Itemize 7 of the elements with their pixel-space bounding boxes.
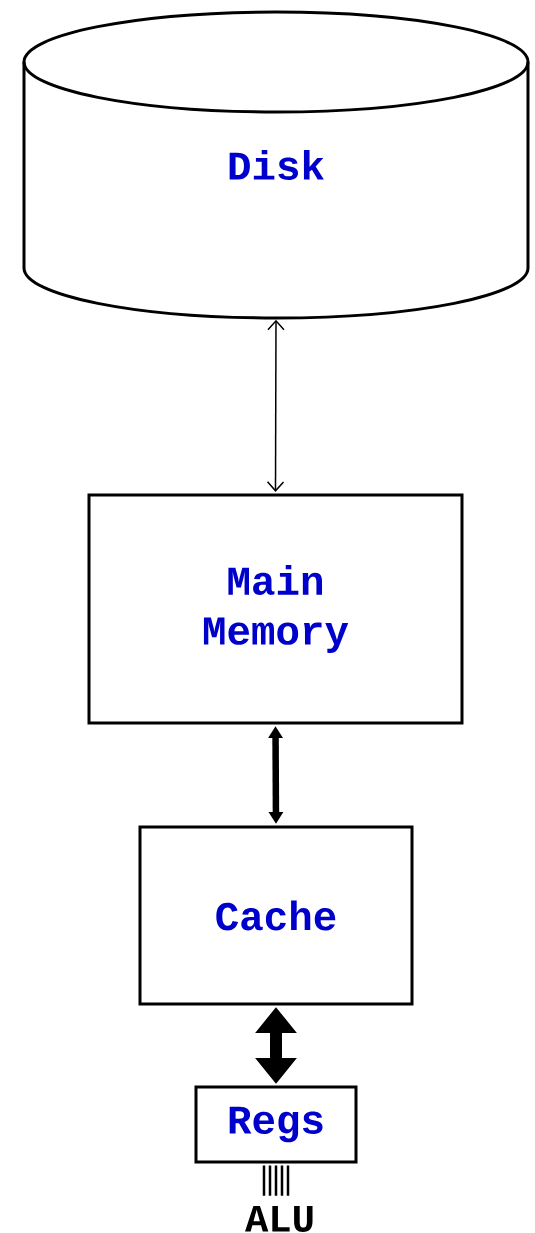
disk-cylinder: Disk xyxy=(22,10,530,320)
process-box: Main Memory xyxy=(87,493,464,725)
bus-label: ALU xyxy=(245,1206,313,1232)
process-box: Cache xyxy=(138,825,414,1006)
process-box: Regs xyxy=(194,1085,358,1164)
double-arrow xyxy=(266,319,285,492)
bus-lines xyxy=(262,1164,290,1198)
